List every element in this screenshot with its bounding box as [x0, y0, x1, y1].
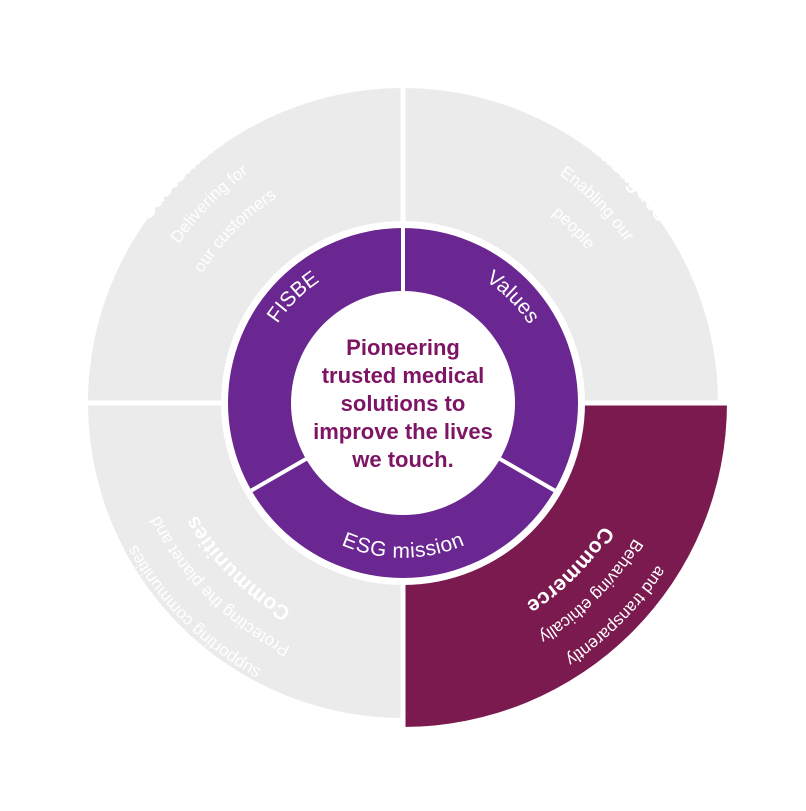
ring-divider-right — [497, 456, 556, 493]
mission-statement: Pioneering trusted medical solutions to … — [313, 335, 493, 472]
mission-line-1: Pioneering — [346, 335, 460, 360]
mission-line-5: we touch. — [351, 447, 453, 472]
center-circle — [291, 291, 515, 515]
ring-divider-left — [250, 456, 309, 493]
mission-line-2: trusted medical — [322, 363, 485, 388]
mission-line-4: improve the lives — [313, 419, 493, 444]
mission-line-3: solutions to — [341, 391, 466, 416]
